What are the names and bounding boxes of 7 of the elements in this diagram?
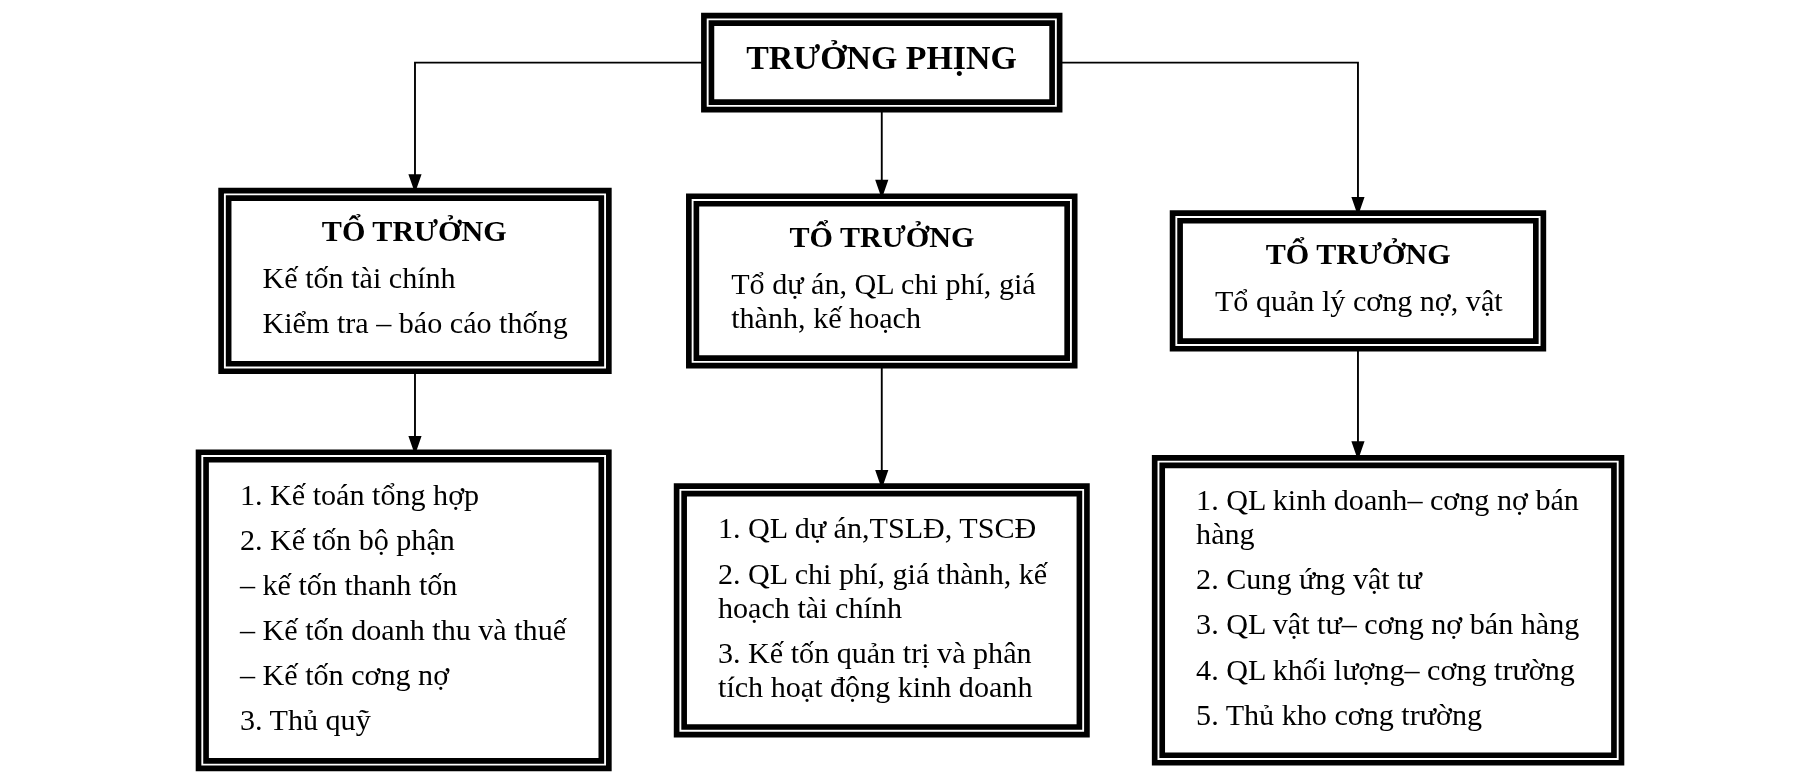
node-box: TỔ TRƯỞNG Kế tốn tài chính Kiểm tra – báo cáo thống: [218, 187, 612, 375]
node-box: TỔ TRƯỞNG Tổ dự án, QL chi phí, giá thành, kế hoạch: [686, 193, 1078, 369]
node-box: TRƯỞNG PHỊNG: [701, 12, 1063, 113]
node-box: 1. Kế toán tổng hợp 2. Kế tốn bộ phận – kế tốn thanh tốn – Kế tốn doanh thu và thuế – Kế tốn cơng nợ 3. Thủ quỹ: [195, 449, 612, 772]
node-box: 1. QL dự án,TSLĐ, TSCĐ 2. QL chi phí, giá thành, kế hoạch tài chính 3. Kế tốn quản trị và phân tích hoạt động kinh doanh: [673, 483, 1090, 738]
node-box: 1. QL kinh doanh– cơng nợ bán hàng 2. Cung ứng vật tư 3. QL vật tư– cơng nợ bán hàng 4. QL khối lượng– cơng trường 5. Thủ kho cơng trường: [1151, 455, 1625, 766]
node-box: TỔ TRƯỞNG Tổ quản lý cơng nợ, vật: [1169, 210, 1547, 352]
